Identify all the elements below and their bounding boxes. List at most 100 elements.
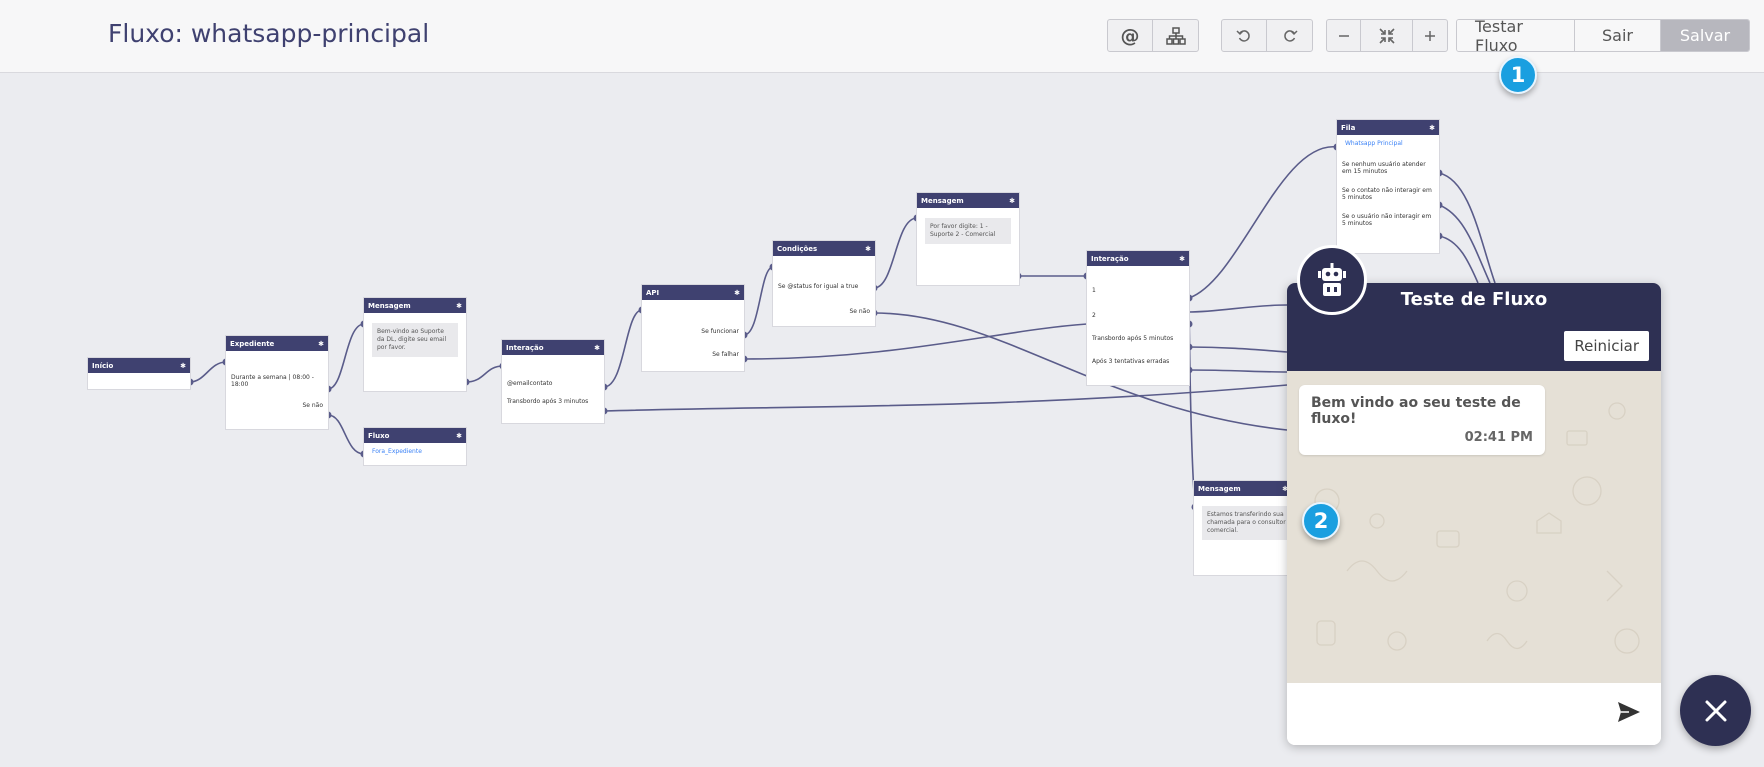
node-row: Se falhar (712, 351, 739, 358)
node-message: Estamos transferindo sua chamada para o … (1202, 506, 1292, 540)
node-header: Mensagem ✱ (1194, 481, 1292, 496)
node-title: Mensagem (368, 301, 411, 310)
node-condicoes[interactable]: Condições ✱ Se @status for igual a true S… (772, 240, 876, 327)
node-row: 1 (1092, 287, 1096, 294)
node-api[interactable]: API✱ Se funcionar Se falhar (641, 284, 745, 372)
node-title: Interação (506, 343, 544, 352)
chat-message-time: 02:41 PM (1464, 430, 1533, 445)
node-row: Se o usuário não interagir em 5 minutos (1342, 213, 1432, 227)
chat-message-text: Bem vindo ao seu teste de fluxo! (1311, 395, 1521, 427)
bot-avatar (1297, 245, 1367, 315)
gear-icon[interactable]: ✱ (734, 288, 740, 297)
node-row: Se @status for igual a true (778, 283, 859, 290)
gear-icon[interactable]: ✱ (865, 244, 871, 253)
node-header: Interação ✱ (502, 340, 604, 355)
node-header: Mensagem ✱ (917, 193, 1019, 208)
node-header: Mensagem ✱ (364, 298, 466, 313)
page-title: Fluxo: whatsapp-principal (108, 19, 430, 48)
node-message: Bem-vindo ao Suporte da DL, digite seu e… (372, 323, 458, 357)
panel-title: Teste de Fluxo (1400, 289, 1548, 310)
node-row: Se não (849, 308, 870, 315)
node-title: Fluxo (368, 431, 390, 440)
gear-icon[interactable]: ✱ (318, 339, 324, 348)
node-header: Expediente ✱ (226, 336, 328, 351)
gear-icon[interactable]: ✱ (180, 361, 186, 370)
node-title: Expediente (230, 339, 275, 348)
mention-icon: @ (1120, 24, 1140, 47)
chat-input[interactable] (1287, 683, 1661, 745)
redo-button[interactable] (1267, 20, 1312, 51)
node-link[interactable]: Whatsapp Principal (1345, 140, 1403, 147)
node-title: Mensagem (1198, 484, 1241, 493)
send-icon[interactable] (1617, 701, 1641, 723)
node-mensagem-3[interactable]: Mensagem ✱ Estamos transferindo sua chama… (1193, 480, 1293, 576)
gear-icon[interactable]: ✱ (1009, 196, 1015, 205)
node-expediente[interactable]: Expediente ✱ Durante a semana | 08:00 - 1… (225, 335, 329, 430)
hierarchy-button[interactable] (1153, 20, 1198, 51)
node-interacao-1[interactable]: Interação ✱ @emailcontato Transbordo após… (501, 339, 605, 424)
mention-button[interactable]: @ (1108, 20, 1153, 51)
node-fluxo[interactable]: Fluxo ✱ Fora_Expediente (363, 427, 467, 466)
node-row: Se não (302, 402, 323, 409)
gear-icon[interactable]: ✱ (594, 343, 600, 352)
step-badge-2: 2 (1302, 502, 1340, 540)
tools-group: @ (1107, 19, 1199, 52)
undo-icon (1236, 29, 1250, 42)
zoom-out-button[interactable] (1327, 20, 1361, 51)
chat-body: Bem vindo ao seu teste de fluxo! 02:41 P… (1287, 371, 1661, 683)
zoom-group (1326, 19, 1448, 52)
history-group (1221, 19, 1313, 52)
node-title: Condições (777, 244, 818, 253)
close-test-button[interactable] (1680, 675, 1751, 746)
node-row: Transbordo após 3 minutos (507, 398, 589, 405)
node-row: Se funcionar (701, 328, 739, 335)
redo-icon (1283, 29, 1298, 42)
chat-message: Bem vindo ao seu teste de fluxo! 02:41 P… (1299, 385, 1545, 455)
node-header: Interação ✱ (1087, 251, 1189, 266)
node-row: @emailcontato (507, 380, 553, 387)
reset-button[interactable]: Reiniciar (1564, 331, 1649, 361)
fit-screen-button[interactable] (1361, 20, 1413, 51)
hierarchy-icon (1165, 26, 1186, 45)
node-title: Interação (1091, 254, 1129, 263)
node-row: Se nenhum usuário atender em 15 minutos (1342, 161, 1426, 175)
gear-icon[interactable]: ✱ (1429, 123, 1435, 132)
node-inicio[interactable]: Início ✱ (87, 357, 191, 390)
zoom-in-button[interactable] (1413, 20, 1447, 51)
node-mensagem-1[interactable]: Mensagem ✱ Bem-vindo ao Suporte da DL, di… (363, 297, 467, 392)
gear-icon[interactable]: ✱ (456, 301, 462, 310)
node-header: Condições ✱ (773, 241, 875, 256)
node-row: Durante a semana | 08:00 - 18:00 (231, 374, 314, 388)
undo-button[interactable] (1222, 20, 1267, 51)
zoom-out-icon (1338, 34, 1349, 37)
zoom-in-icon (1425, 30, 1435, 41)
node-header: Fluxo ✱ (364, 428, 466, 443)
node-mensagem-2[interactable]: Mensagem ✱ Por favor digite: 1 - Suporte … (916, 192, 1020, 286)
node-row: 2 (1092, 312, 1096, 319)
node-link[interactable]: Fora_Expediente (372, 448, 422, 455)
step-badge-1: 1 (1499, 56, 1537, 94)
node-header: API✱ (642, 285, 744, 300)
close-icon (1705, 700, 1726, 721)
node-title: Fila (1341, 123, 1356, 132)
node-message: Por favor digite: 1 - Suporte 2 - Comerc… (925, 218, 1011, 244)
node-title: Mensagem (921, 196, 964, 205)
gear-icon[interactable]: ✱ (456, 431, 462, 440)
gear-icon[interactable]: ✱ (1179, 254, 1185, 263)
fit-screen-icon (1378, 27, 1395, 44)
save-button[interactable]: Salvar (1661, 20, 1749, 51)
exit-button[interactable]: Sair (1575, 20, 1661, 51)
node-interacao-2[interactable]: Interação ✱ 1 2 Transbordo após 5 minutos… (1086, 250, 1190, 386)
node-row: Após 3 tentativas erradas (1092, 358, 1170, 365)
node-header: Início ✱ (88, 358, 190, 373)
test-flow-button[interactable]: Testar Fluxo (1457, 20, 1575, 51)
test-flow-panel: Teste de Fluxo Reiniciar Bem vindo ao se… (1287, 283, 1661, 745)
node-title: Início (92, 361, 114, 370)
node-fila[interactable]: Fila ✱ Whatsapp Principal Se nenhum usuár… (1336, 119, 1440, 254)
node-row: Transbordo após 5 minutos (1092, 335, 1174, 342)
node-row: Se o contato não interagir em 5 minutos (1342, 187, 1432, 201)
gear-icon[interactable]: ✱ (1282, 484, 1288, 493)
top-bar: Fluxo: whatsapp-principal @ (0, 0, 1764, 73)
node-header: Fila ✱ (1337, 120, 1439, 135)
actions-group: Testar Fluxo Sair Salvar (1456, 19, 1750, 52)
